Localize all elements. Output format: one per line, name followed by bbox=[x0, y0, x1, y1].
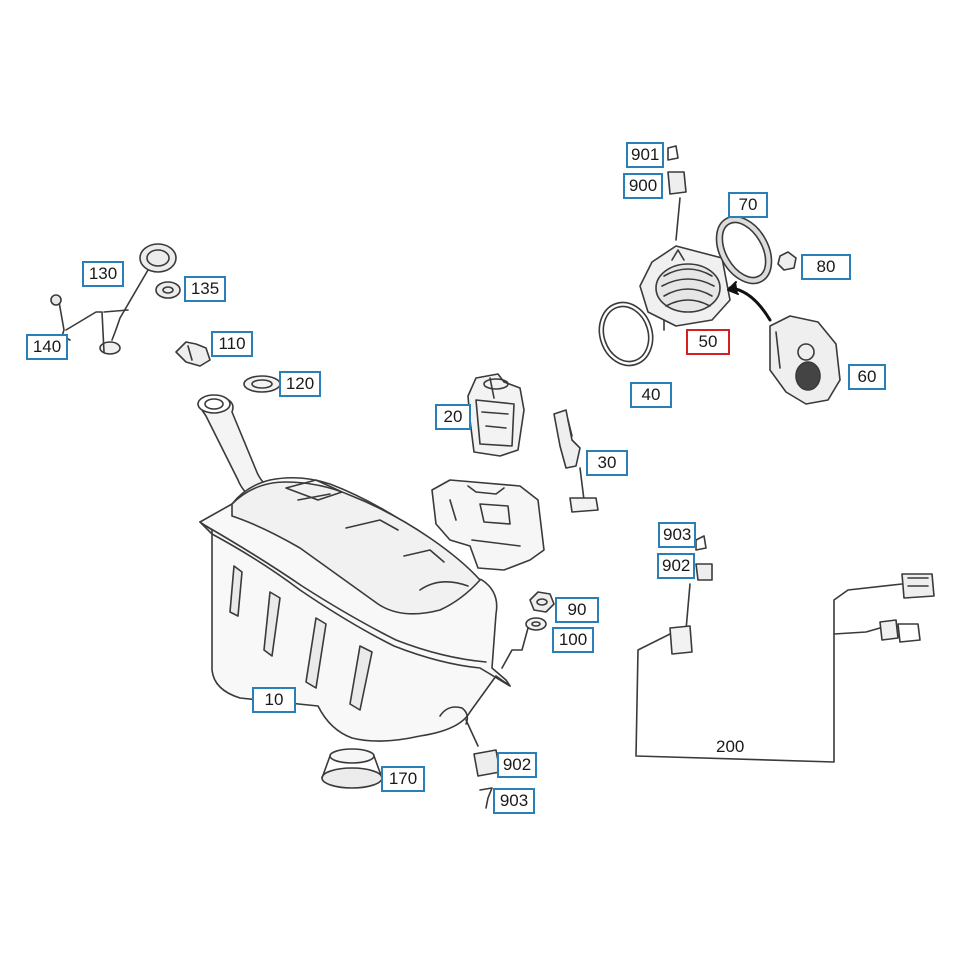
part-110-label[interactable]: 110 bbox=[211, 331, 253, 357]
part-903-lower-label[interactable]: 903 bbox=[493, 788, 535, 814]
part-10-label[interactable]: 10 bbox=[252, 687, 296, 713]
part-130-label[interactable]: 130 bbox=[82, 261, 124, 287]
connector-clip-drawing bbox=[668, 146, 686, 194]
reservoir-drawing bbox=[432, 480, 544, 570]
part-135-label[interactable]: 135 bbox=[184, 276, 226, 302]
part-60-label[interactable]: 60 bbox=[848, 364, 886, 390]
fuel-tank-drawing bbox=[198, 395, 528, 746]
part-90-label[interactable]: 90 bbox=[555, 597, 599, 623]
part-80-label[interactable]: 80 bbox=[801, 254, 851, 280]
wire-harness-label: 200 bbox=[716, 737, 745, 756]
nut-drawing bbox=[778, 252, 796, 270]
part-40-label[interactable]: 40 bbox=[630, 382, 672, 408]
part-100-label[interactable]: 100 bbox=[552, 627, 594, 653]
bottom-parts-drawing bbox=[322, 749, 500, 808]
nut-washer-drawing bbox=[526, 592, 554, 630]
cover-drawing bbox=[728, 282, 840, 404]
part-902-label[interactable]: 902 bbox=[657, 553, 695, 579]
seal-ring-drawing bbox=[244, 376, 280, 392]
fuel-cap-drawing bbox=[51, 244, 210, 366]
part-20-label[interactable]: 20 bbox=[435, 404, 471, 430]
part-140-label[interactable]: 140 bbox=[26, 334, 68, 360]
part-50-label[interactable]: 50 bbox=[686, 329, 730, 355]
part-170-label[interactable]: 170 bbox=[381, 766, 425, 792]
part-900-label[interactable]: 900 bbox=[623, 173, 663, 199]
part-901-label[interactable]: 901 bbox=[626, 142, 664, 168]
pump-module-drawing bbox=[468, 374, 524, 456]
part-902-lower-label[interactable]: 902 bbox=[497, 752, 537, 778]
o-ring-drawing bbox=[591, 296, 660, 373]
level-sender-drawing bbox=[554, 410, 598, 512]
sending-unit-drawing bbox=[640, 198, 730, 330]
gasket-drawing bbox=[705, 207, 783, 293]
part-903-label[interactable]: 903 bbox=[658, 522, 696, 548]
part-120-label[interactable]: 120 bbox=[279, 371, 321, 397]
wire-harness-drawing bbox=[636, 536, 934, 762]
part-70-label[interactable]: 70 bbox=[728, 192, 768, 218]
part-30-label[interactable]: 30 bbox=[586, 450, 628, 476]
